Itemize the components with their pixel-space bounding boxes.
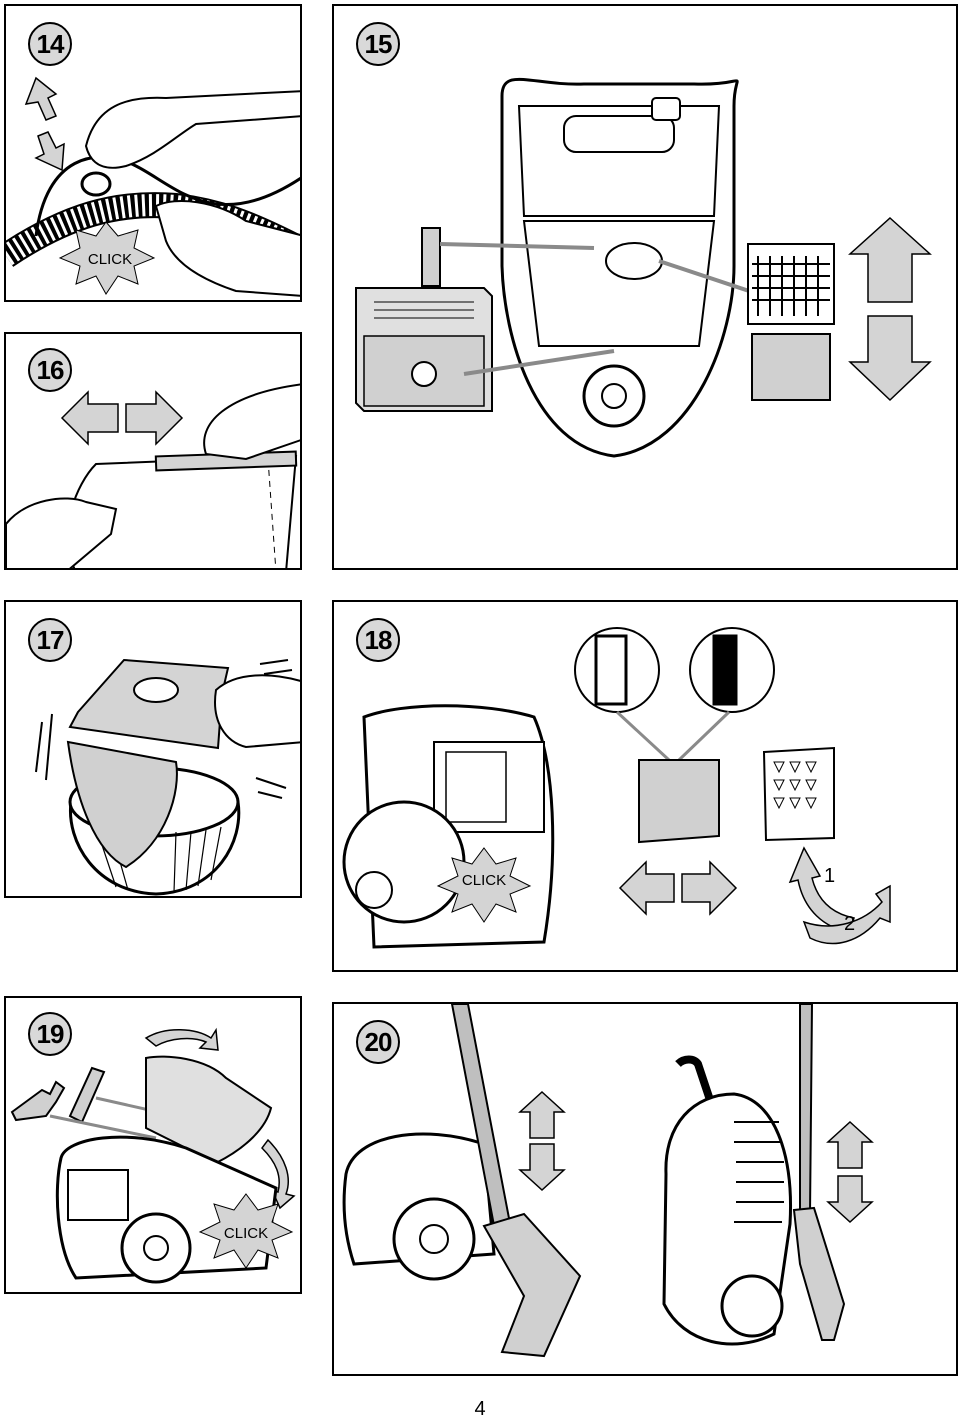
bag-disposal-illustration [35, 658, 300, 896]
step-number-18: 18 [356, 618, 400, 662]
panel-14: 14 CLICK [4, 4, 302, 302]
up-down-arrow-icon [24, 76, 65, 172]
up-down-arrow-icon [848, 216, 932, 402]
step-number-19: 19 [28, 1012, 72, 1056]
hose-connection-illustration: CLICK [6, 76, 300, 297]
left-right-arrow-icon [60, 390, 184, 446]
panel-20: 20 [332, 1002, 958, 1376]
click-label: CLICK [224, 1225, 268, 1242]
parking-position-illustration [342, 1004, 874, 1358]
rotate-arrow-icon [788, 846, 891, 945]
accessory-storage-illustration: CLICK [10, 1027, 296, 1284]
panel-15: 15 [332, 4, 958, 570]
up-down-arrow-icon [518, 1090, 566, 1192]
dust-bag-icon [355, 287, 493, 412]
step-number-14: 14 [28, 22, 72, 66]
left-right-arrow-icon [618, 860, 738, 916]
panel-17: 17 [4, 600, 302, 898]
click-label: CLICK [462, 872, 506, 889]
motor-filter-illustration: CLICK 1 2 [342, 627, 891, 949]
bag-seal-illustration [6, 383, 300, 568]
step-label-1: 1 [824, 865, 835, 887]
bag-compartment-illustration [355, 77, 932, 458]
step-number-15: 15 [356, 22, 400, 66]
click-label: CLICK [88, 251, 132, 268]
up-down-arrow-icon [826, 1120, 874, 1224]
step-number-17: 17 [28, 618, 72, 662]
page-number: 4 [474, 1398, 486, 1420]
panel-19: 19 CLICK [4, 996, 302, 1294]
step-label-2: 2 [844, 913, 855, 935]
step-number-16: 16 [28, 348, 72, 392]
panel-16: 16 [4, 332, 302, 570]
step-number-20: 20 [356, 1020, 400, 1064]
panel-18: 18 CLICK [332, 600, 958, 972]
exhaust-filter-icon [747, 243, 835, 401]
